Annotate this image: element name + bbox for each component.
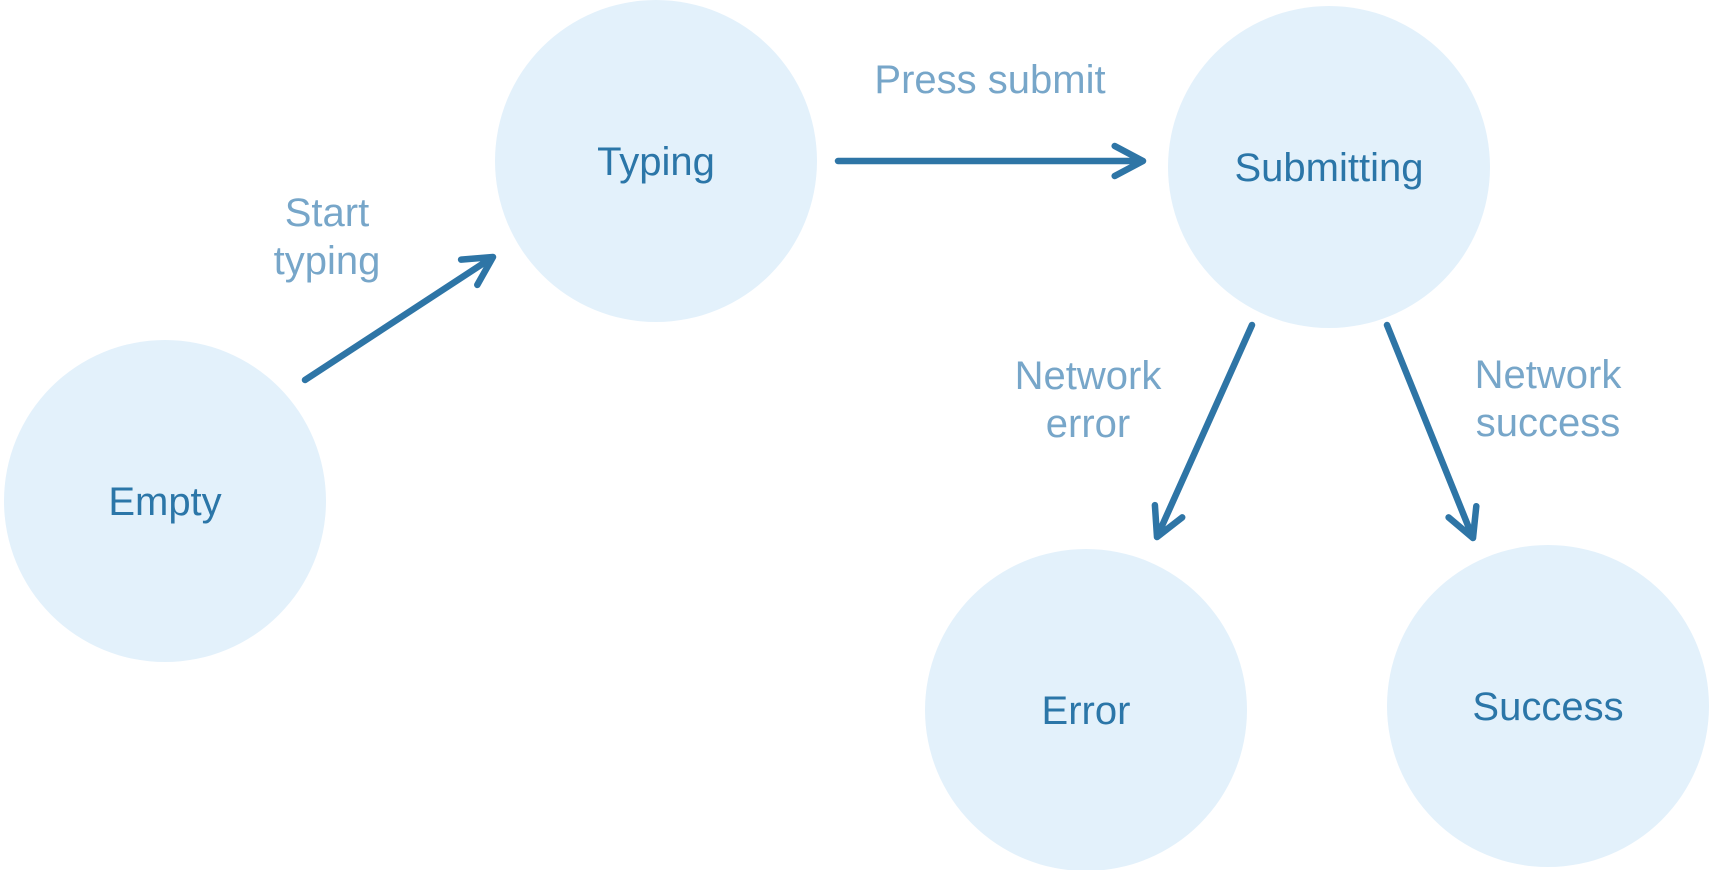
state-label-submitting: Submitting bbox=[1235, 146, 1424, 190]
arrow-network-success bbox=[1383, 321, 1480, 542]
state-circle-submitting bbox=[1168, 6, 1490, 328]
state-success: Success bbox=[1387, 545, 1709, 867]
transition-label-network-error-line2: error bbox=[1046, 402, 1130, 446]
state-circle-success bbox=[1387, 545, 1709, 867]
transition-start-typing: Start typing bbox=[274, 191, 497, 384]
state-label-success: Success bbox=[1472, 685, 1623, 729]
transition-label-start-typing-line2: typing bbox=[274, 239, 381, 283]
state-error: Error bbox=[925, 549, 1247, 870]
state-circle-typing bbox=[495, 0, 817, 322]
transition-label-network-success-line1: Network bbox=[1475, 353, 1623, 397]
state-label-error: Error bbox=[1042, 689, 1131, 733]
arrow-start-typing bbox=[301, 253, 497, 384]
state-circle-error bbox=[925, 549, 1247, 870]
state-empty: Empty bbox=[4, 340, 326, 662]
transition-label-network-success-line2: success bbox=[1476, 401, 1621, 445]
state-typing: Typing bbox=[495, 0, 817, 322]
transition-press-submit: Press submit bbox=[834, 58, 1147, 180]
transition-label-press-submit: Press submit bbox=[874, 58, 1105, 102]
arrow-press-submit bbox=[834, 142, 1147, 180]
state-label-empty: Empty bbox=[108, 480, 221, 524]
transition-label-network-error-line1: Network bbox=[1015, 354, 1163, 398]
state-circle-empty bbox=[4, 340, 326, 662]
transition-network-error: Network error bbox=[1015, 321, 1256, 541]
transition-label-start-typing-line1: Start bbox=[285, 191, 369, 235]
state-submitting: Submitting bbox=[1168, 6, 1490, 328]
state-label-typing: Typing bbox=[597, 140, 715, 184]
arrow-network-error bbox=[1151, 321, 1256, 541]
transition-network-success: Network success bbox=[1383, 321, 1623, 542]
